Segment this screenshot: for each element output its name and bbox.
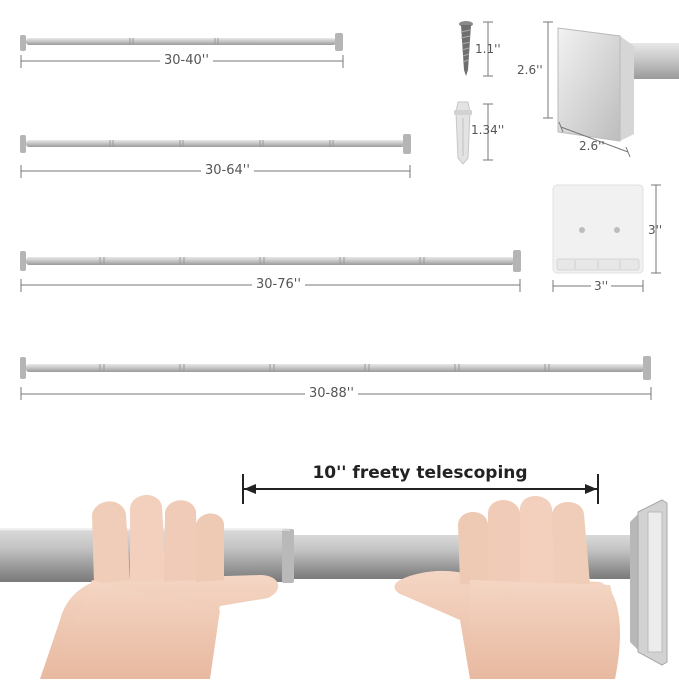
anchor-size-label: 1.34'' — [471, 123, 505, 137]
rod-1-length-label: 30-40'' — [160, 54, 213, 68]
rod-30-64 — [20, 134, 411, 178]
left-hand — [40, 494, 279, 679]
bracket-height-label: 3'' — [648, 223, 663, 237]
wall-bracket-illustration — [552, 184, 661, 292]
end-cap-width-label: 2.6'' — [579, 139, 605, 153]
anchor-illustration — [454, 101, 493, 165]
right-hand — [394, 496, 620, 679]
end-cap-height-label: 2.6'' — [517, 63, 543, 77]
rod-3-length-label: 30-76'' — [252, 278, 305, 292]
bracket-width-label: 3'' — [591, 280, 612, 293]
rod-2-length-label: 30-64'' — [201, 164, 254, 178]
screw-size-label: 1.1'' — [475, 42, 501, 56]
telescoping-label: 10'' freety telescoping — [312, 463, 528, 483]
telescoping-dimension — [242, 474, 599, 504]
rod-4-length-label: 30-88'' — [305, 387, 358, 401]
screw-illustration — [459, 21, 493, 77]
end-cap-illustration — [543, 21, 679, 158]
